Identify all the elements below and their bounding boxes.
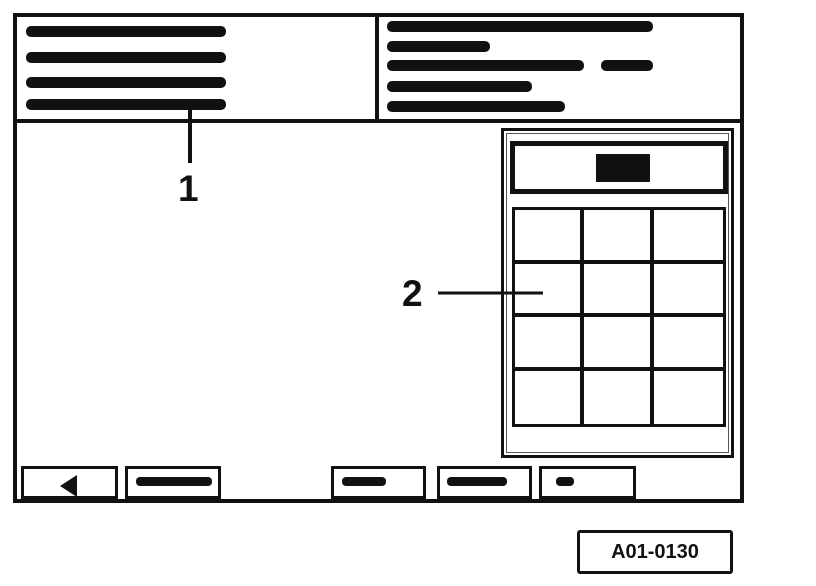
header-info-panel-right: [379, 17, 740, 119]
keypad-key[interactable]: [515, 210, 585, 264]
keypad-key[interactable]: [653, 370, 723, 424]
header-divider: [17, 119, 740, 123]
softkey-button-4[interactable]: [539, 466, 636, 500]
back-button[interactable]: [21, 466, 118, 500]
text-placeholder-line: [26, 26, 226, 37]
keypad-key[interactable]: [584, 263, 654, 317]
text-placeholder-line: [601, 60, 653, 71]
back-arrow-icon: [60, 475, 77, 497]
reference-code-box: A01-0130: [577, 530, 733, 574]
text-placeholder-line: [387, 21, 653, 32]
keypad-panel: [501, 128, 734, 458]
keypad-key[interactable]: [515, 370, 585, 424]
text-placeholder-line: [26, 99, 226, 110]
keypad-key[interactable]: [584, 317, 654, 371]
text-placeholder-line: [387, 60, 584, 71]
reference-code-text: A01-0130: [611, 540, 699, 563]
softkey-label-placeholder: [447, 477, 507, 486]
softkey-bar: [17, 462, 740, 503]
keypad-key[interactable]: [653, 317, 723, 371]
keypad-display-field: [510, 141, 728, 194]
keypad-key[interactable]: [584, 210, 654, 264]
softkey-label-placeholder: [342, 477, 386, 486]
softkey-label-placeholder: [556, 477, 574, 486]
text-placeholder-line: [387, 41, 490, 52]
keypad-key[interactable]: [653, 263, 723, 317]
keypad-key[interactable]: [584, 370, 654, 424]
keypad-display-value: [596, 154, 650, 182]
text-placeholder-line: [387, 101, 565, 112]
softkey-label-placeholder: [136, 477, 212, 486]
callout-label-1: 1: [178, 168, 199, 209]
text-placeholder-line: [26, 77, 226, 88]
keypad-grid: [512, 207, 726, 427]
text-placeholder-line: [387, 81, 532, 92]
softkey-button-2[interactable]: [331, 466, 426, 500]
keypad-key[interactable]: [515, 263, 585, 317]
softkey-button-3[interactable]: [437, 466, 532, 500]
header-info-panel-left: [17, 17, 379, 119]
keypad-panel-inner: [506, 133, 729, 453]
softkey-button-1[interactable]: [125, 466, 221, 500]
text-placeholder-line: [26, 52, 226, 63]
keypad-key[interactable]: [653, 210, 723, 264]
display-screen: [13, 13, 744, 503]
callout-label-2: 2: [402, 273, 423, 314]
keypad-key[interactable]: [515, 317, 585, 371]
